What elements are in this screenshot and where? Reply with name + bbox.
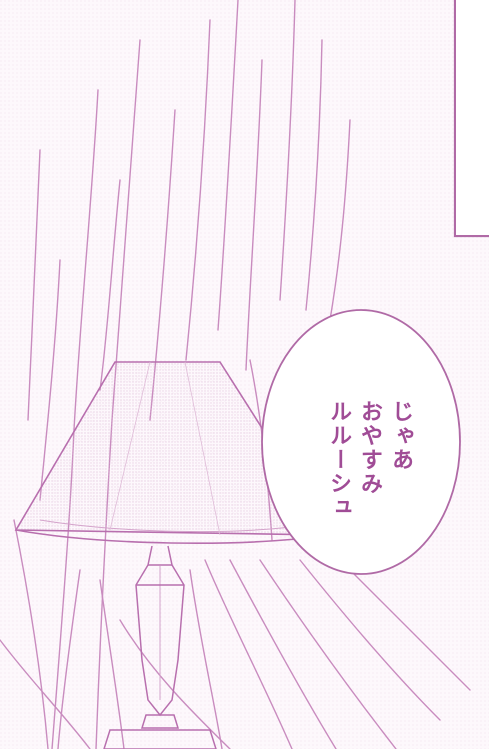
panel-frame-fill xyxy=(456,0,489,235)
lamp-base xyxy=(103,545,217,749)
curtain-folds xyxy=(0,0,471,749)
speech-balloon xyxy=(261,309,461,575)
